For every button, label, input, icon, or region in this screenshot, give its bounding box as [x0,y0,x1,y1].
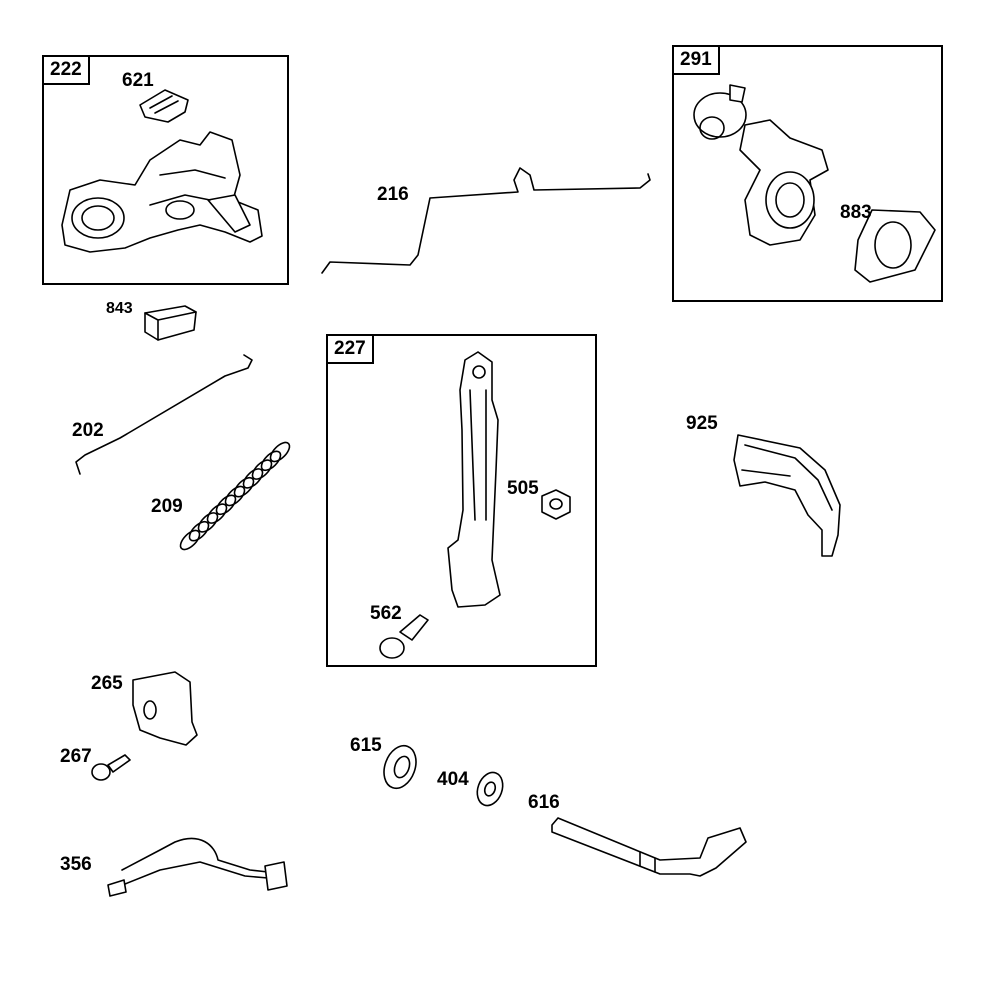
kit-222-frame: 222 [42,55,289,285]
spring-coil [233,476,255,498]
part-265-label: 265 [91,673,123,694]
part-267-screw-drawing [91,754,131,781]
part-209-label: 209 [151,496,183,517]
part-505-label: 505 [507,478,539,499]
part-616-label: 616 [528,792,560,813]
part-291-choke-drawing [693,84,829,246]
spring-coil [260,450,282,472]
part-267-label: 267 [60,746,92,767]
part-562-label: 562 [370,603,402,624]
kit-227-tag: 227 [326,334,374,364]
spring-coil [269,441,291,463]
part-615-bushing-drawing [383,744,417,790]
spring-coil [251,459,273,480]
spring-coil [197,512,219,533]
part-505-nut-drawing [541,489,571,520]
part-265-bracket-drawing [132,671,198,746]
spring-coil [224,485,246,507]
part-356-wire-drawing [107,837,288,897]
kit-291-frame: 291 [672,45,943,302]
part-925-guide-drawing [733,434,841,557]
part-227-lever-drawing [447,351,501,608]
part-216-label: 216 [377,184,409,205]
part-843-sleeve-drawing [144,305,197,341]
part-216-rod-drawing [321,167,651,274]
spring-coil [206,503,228,524]
part-404-washer-drawing [476,771,504,807]
spring-coil [242,468,264,489]
part-925-label: 925 [686,413,718,434]
spring-coil [179,529,201,551]
part-404-label: 404 [437,769,469,790]
part-202-label: 202 [72,420,104,441]
part-222-bracket-drawing [61,131,263,253]
part-209-spring-drawing [179,441,291,551]
kit-222-tag: 222 [42,55,90,85]
part-843-label: 843 [106,300,133,317]
part-202-rod-drawing [75,354,253,475]
part-621-label: 621 [122,70,154,91]
spring-coil [215,494,237,516]
part-621-clip-drawing [139,89,189,123]
part-562-pin-drawing [379,614,429,659]
part-616-shaft-drawing [551,817,747,877]
part-883-gasket-drawing [854,209,936,283]
spring-coil [188,520,210,542]
part-615-label: 615 [350,735,382,756]
kit-227-frame: 227 [326,334,597,667]
kit-291-tag: 291 [672,45,720,75]
part-356-label: 356 [60,854,92,875]
part-883-label: 883 [840,202,872,223]
